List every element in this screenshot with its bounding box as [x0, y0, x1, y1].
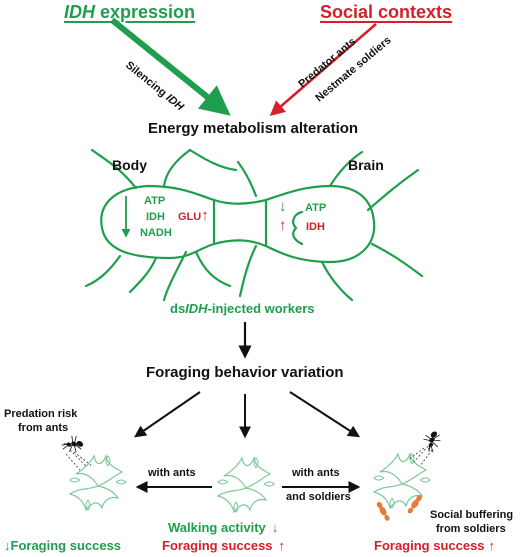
walking-activity-outcome: Walking activity ↓	[168, 521, 278, 534]
predator-ant-right	[418, 427, 446, 455]
ant-trail-right	[407, 445, 433, 467]
body-glu: GLU↑	[178, 208, 209, 223]
social-context-arrow	[269, 23, 377, 116]
workers-gene: IDH	[185, 301, 208, 316]
brain-idh: IDH	[306, 221, 325, 233]
branch-arrow-left	[134, 391, 201, 438]
body-label: Body	[112, 157, 147, 173]
ant-trail-left	[65, 449, 93, 471]
social-buffering-line2: from soldiers	[436, 523, 506, 535]
soldier-right	[407, 495, 422, 514]
predation-risk-line2: from ants	[18, 422, 69, 434]
left-arena-plant	[69, 455, 127, 511]
branch-arrow-right	[289, 391, 361, 438]
center-outcome-text: Foraging success	[162, 538, 273, 553]
brain-atp-down-arrow: ↓	[279, 198, 287, 215]
dsidh-workers-label: dsIDH-injected workers	[170, 302, 315, 315]
walking-down-arrow: ↓	[271, 520, 279, 535]
silencing-arrow	[110, 17, 231, 116]
body-nadh: NADH	[140, 227, 172, 239]
brain-idh-up-arrow: ↑	[279, 217, 287, 234]
expression-word: expression	[95, 2, 196, 22]
ds-prefix: ds	[170, 301, 186, 316]
energy-metabolism-title: Energy metabolism alteration	[148, 120, 359, 137]
left-outcome-down-arrow: ↓	[4, 538, 11, 553]
body-atp: ATP	[144, 195, 166, 207]
right-arena-plant	[373, 453, 431, 509]
right-up-arrow: ↑	[488, 538, 496, 553]
brain-label: Brain	[348, 157, 384, 173]
ant-outline	[84, 148, 424, 302]
left-outcome-text: Foraging success	[10, 538, 122, 553]
left-foraging-outcome: ↓Foraging success	[4, 539, 121, 552]
social-contexts-heading: Social contexts	[320, 2, 453, 22]
brain-atp: ATP	[305, 202, 327, 214]
idh-expression-heading: IDH expression	[64, 3, 195, 21]
predation-risk-line1: Predation risk	[4, 408, 78, 420]
center-arena-plant	[217, 457, 275, 513]
center-foraging-outcome: Foraging success ↑	[162, 539, 285, 552]
social-buffering-line1: Social buffering	[430, 509, 514, 521]
with-ants-left-label: with ants	[148, 467, 196, 479]
walking-activity-text: Walking activity	[168, 520, 266, 535]
glu-text: GLU	[178, 211, 202, 223]
right-outcome-text: Foraging success	[374, 538, 485, 553]
center-up-arrow: ↑	[278, 538, 286, 553]
soldier-left	[376, 501, 390, 521]
foraging-variation-title: Foraging behavior variation	[146, 364, 344, 381]
with-ants-right-label: with ants	[292, 467, 340, 479]
idh-gene-italic: IDH	[64, 2, 95, 22]
body-idh: IDH	[146, 211, 165, 223]
right-foraging-outcome: Foraging success↑	[374, 539, 495, 552]
glu-up-arrow: ↑	[201, 207, 209, 224]
workers-suffix: -injected workers	[207, 301, 315, 316]
and-soldiers-label: and soldiers	[286, 491, 351, 503]
